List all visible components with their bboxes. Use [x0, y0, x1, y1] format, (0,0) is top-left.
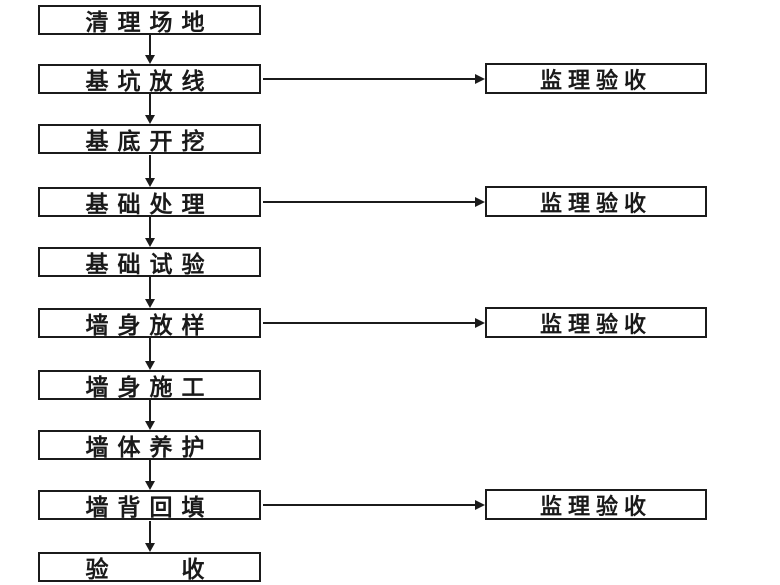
arrow-head: [145, 421, 155, 430]
arrow-down-icon-6: [145, 338, 155, 370]
arrow-head: [145, 238, 155, 247]
arrow-down-icon-5: [145, 277, 155, 308]
arrow-head: [475, 197, 485, 207]
arrow-head: [475, 74, 485, 84]
arrow-line: [149, 338, 151, 362]
arrow-right-icon-3: [263, 318, 485, 328]
arrow-line: [149, 277, 151, 300]
arrow-down-icon-7: [145, 400, 155, 430]
arrow-head: [145, 115, 155, 124]
arrow-down-icon-2: [145, 94, 155, 124]
arrow-head: [145, 178, 155, 187]
arrow-down-icon-4: [145, 217, 155, 247]
step-foundation-test: 基础试验: [38, 247, 261, 277]
supervision-acceptance-box-1: 监理验收: [485, 63, 707, 94]
arrow-down-icon-1: [145, 35, 155, 64]
step-wall-back-backfill: 墙背回填: [38, 490, 261, 520]
step-wall-curing: 墙体养护: [38, 430, 261, 460]
arrow-head: [145, 481, 155, 490]
arrow-head: [475, 500, 485, 510]
step-acceptance: 验 收: [38, 552, 261, 582]
arrow-line: [263, 504, 476, 506]
step-foundation-treatment: 基础处理: [38, 187, 261, 217]
arrow-line: [149, 35, 151, 56]
arrow-head: [145, 361, 155, 370]
arrow-line: [149, 217, 151, 239]
arrow-line: [149, 400, 151, 422]
step-wall-setting-out: 墙身放样: [38, 308, 261, 338]
step-base-excavation: 基底开挖: [38, 124, 261, 154]
step-clear-site: 清理场地: [38, 5, 261, 35]
arrow-line: [263, 322, 476, 324]
arrow-head: [145, 543, 155, 552]
arrow-right-icon-2: [263, 197, 485, 207]
arrow-head: [145, 299, 155, 308]
arrow-head: [475, 318, 485, 328]
arrow-right-icon-1: [263, 74, 485, 84]
supervision-acceptance-box-3: 监理验收: [485, 307, 707, 338]
arrow-line: [149, 460, 151, 482]
arrow-line: [149, 155, 151, 179]
arrow-line: [263, 78, 476, 80]
arrow-down-icon-3: [145, 155, 155, 187]
arrow-right-icon-4: [263, 500, 485, 510]
arrow-line: [149, 521, 151, 544]
step-wall-construction: 墙身施工: [38, 370, 261, 400]
arrow-line: [263, 201, 476, 203]
arrow-line: [149, 94, 151, 116]
arrow-head: [145, 55, 155, 64]
supervision-acceptance-box-4: 监理验收: [485, 489, 707, 520]
arrow-down-icon-9: [145, 521, 155, 552]
supervision-acceptance-box-2: 监理验收: [485, 186, 707, 217]
step-pit-setting-out: 基坑放线: [38, 64, 261, 94]
arrow-down-icon-8: [145, 460, 155, 490]
